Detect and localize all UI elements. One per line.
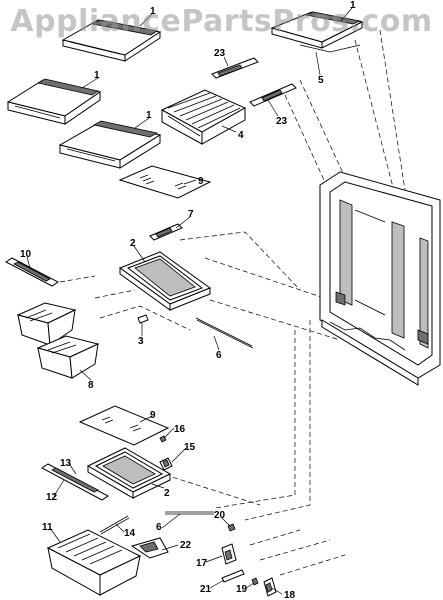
callout-1-mid-left: 1	[94, 70, 100, 81]
shelf-mid-left	[6, 78, 102, 125]
crisper-frame-upper	[118, 251, 212, 311]
bracket-7	[149, 223, 183, 241]
callout-3: 3	[138, 336, 144, 347]
glass-cover-upper	[118, 165, 212, 199]
callout-16: 16	[174, 424, 186, 435]
rod-6-upper	[195, 317, 254, 349]
callout-18: 18	[284, 590, 296, 600]
rail-upper	[211, 57, 259, 79]
shelf-top-left	[61, 19, 162, 62]
hinge-17	[221, 543, 237, 565]
callout-1-mid: 1	[146, 110, 152, 121]
shelf-mid	[58, 120, 162, 169]
callout-12: 12	[46, 492, 58, 503]
glass-cover-lower	[78, 405, 170, 446]
callout-10: 10	[20, 249, 32, 260]
callout-11: 11	[42, 522, 53, 533]
callout-9-lower: 9	[150, 410, 156, 421]
callout-17: 17	[196, 558, 208, 569]
rod-14	[99, 515, 130, 535]
callout-1-top-right: 1	[350, 0, 356, 11]
rail-lower	[249, 83, 297, 107]
callout-6-upper: 6	[216, 350, 222, 361]
callout-13: 13	[60, 458, 72, 469]
clip-3	[137, 314, 149, 324]
crisper-frame-lower	[86, 447, 172, 499]
wire-basket-shelf	[160, 89, 247, 145]
rod-6-lower	[165, 511, 214, 515]
callout-6-lower: 6	[156, 522, 162, 533]
callout-7: 7	[188, 209, 194, 220]
bracket-22	[130, 537, 169, 559]
rail-10	[5, 257, 59, 287]
rail-21	[221, 569, 245, 583]
callout-19: 19	[236, 584, 248, 595]
callout-5: 5	[318, 75, 324, 86]
callout-21: 21	[200, 584, 212, 595]
callout-8: 8	[88, 380, 94, 391]
callout-4: 4	[238, 130, 244, 141]
callout-23-upper: 23	[214, 48, 226, 59]
hinge-18	[263, 577, 277, 597]
callout-2-upper: 2	[130, 238, 136, 249]
drawer-lower	[46, 529, 142, 596]
bracket-15	[159, 457, 173, 471]
rail-12	[41, 463, 109, 501]
crisper-drawer-upper-right	[36, 335, 100, 379]
callout-20: 20	[214, 510, 226, 521]
callout-labels: 1 1 1 1 23 23 5 4 9 7 2 10 3 6 8 9 16 15…	[20, 0, 356, 600]
callout-15: 15	[184, 442, 196, 453]
callout-1-top-left: 1	[150, 6, 156, 17]
callout-9-upper: 9	[198, 176, 204, 187]
callout-22: 22	[180, 540, 192, 551]
callout-23-lower: 23	[276, 116, 288, 127]
shelf-top-right	[270, 11, 364, 53]
leader-lines	[26, 7, 353, 595]
fridge-liner	[319, 171, 441, 386]
callout-2-lower: 2	[164, 488, 170, 499]
callout-14: 14	[124, 528, 136, 539]
